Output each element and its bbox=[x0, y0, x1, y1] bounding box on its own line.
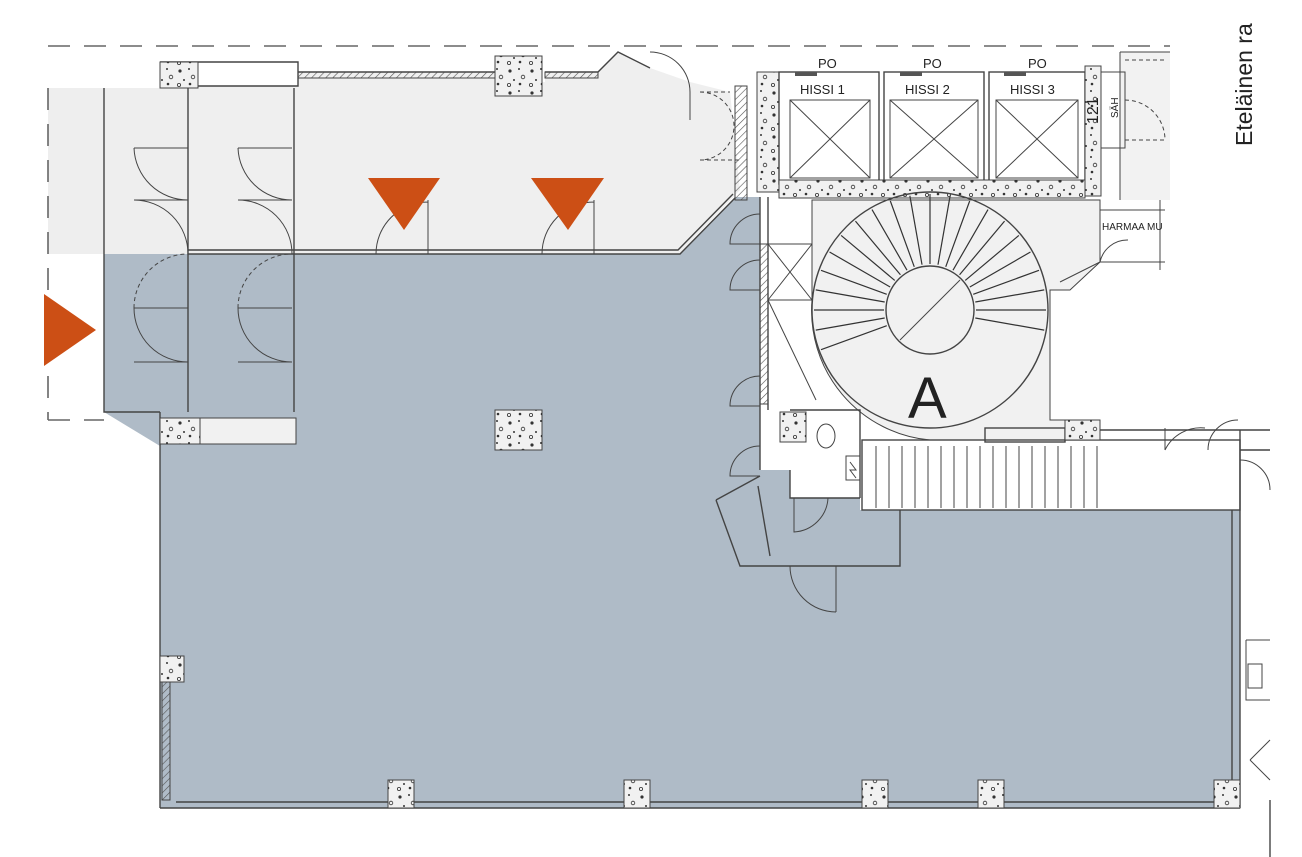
elevator-label: HISSI 2 bbox=[905, 82, 950, 97]
straight-stair bbox=[861, 419, 1241, 511]
outside-area-right bbox=[1120, 52, 1170, 200]
stair-tread bbox=[952, 209, 989, 271]
stair-tread bbox=[871, 209, 908, 271]
stair-tread bbox=[937, 195, 951, 265]
stair-tread bbox=[815, 289, 885, 303]
stair-tread bbox=[945, 200, 971, 267]
stair-label: A bbox=[908, 366, 947, 431]
room-number: 121 bbox=[1085, 97, 1102, 124]
harmaa-label: HARMAA MU bbox=[1102, 222, 1163, 233]
entrance-arrow-right-icon bbox=[44, 294, 96, 366]
highlighted-area-entry bbox=[104, 254, 188, 412]
stair-tread bbox=[854, 220, 901, 276]
top-wall-hatch bbox=[297, 71, 496, 79]
sah-label: SÄH bbox=[1109, 97, 1121, 118]
elevator-label: HISSI 1 bbox=[800, 82, 845, 97]
entrance-arrow-down-icon bbox=[531, 178, 604, 230]
top-wall-hatch-2 bbox=[544, 71, 599, 79]
entrance-arrow-down-icon bbox=[368, 178, 440, 230]
property-line-left bbox=[47, 88, 104, 421]
stair-tread bbox=[840, 234, 896, 281]
stair-tread bbox=[909, 195, 923, 265]
street-name: Eteläinen ra bbox=[1231, 23, 1257, 146]
spiral-staircase bbox=[811, 191, 1165, 441]
columns bbox=[159, 55, 1241, 809]
stair-tread bbox=[889, 200, 915, 267]
stair-tread bbox=[975, 289, 1045, 303]
right-edge-fixtures bbox=[1239, 429, 1271, 857]
stair-tread bbox=[820, 325, 887, 351]
stair-tread bbox=[969, 251, 1031, 288]
stair-tread bbox=[964, 234, 1020, 281]
outer-wall-left bbox=[103, 88, 295, 808]
stair-tread bbox=[820, 269, 887, 295]
outside-area-left bbox=[48, 88, 188, 254]
wc-area bbox=[715, 409, 901, 613]
left-wall-hatch bbox=[161, 679, 171, 801]
stair-tread bbox=[975, 317, 1045, 331]
highlighted-area bbox=[104, 197, 1240, 808]
elevator-shafts bbox=[778, 51, 1170, 200]
stair-tread bbox=[829, 251, 891, 288]
electric-cabinet-icon bbox=[845, 455, 861, 481]
wc-toilet-icon bbox=[816, 423, 836, 449]
elevator-label: HISSI 3 bbox=[1010, 82, 1055, 97]
stair-treads bbox=[814, 194, 1046, 351]
lobby-doors bbox=[375, 51, 740, 255]
stair-tread bbox=[815, 317, 885, 331]
po-label: PO bbox=[818, 56, 837, 71]
vestibule-doors bbox=[133, 147, 293, 363]
po-label: PO bbox=[1028, 56, 1047, 71]
stair-tread bbox=[959, 220, 1006, 276]
po-label: PO bbox=[923, 56, 942, 71]
inner-wall-lobby bbox=[188, 193, 736, 255]
outer-wall-bottom bbox=[160, 801, 1240, 809]
stair-tread bbox=[973, 269, 1040, 295]
lobby-area-top bbox=[188, 52, 740, 253]
